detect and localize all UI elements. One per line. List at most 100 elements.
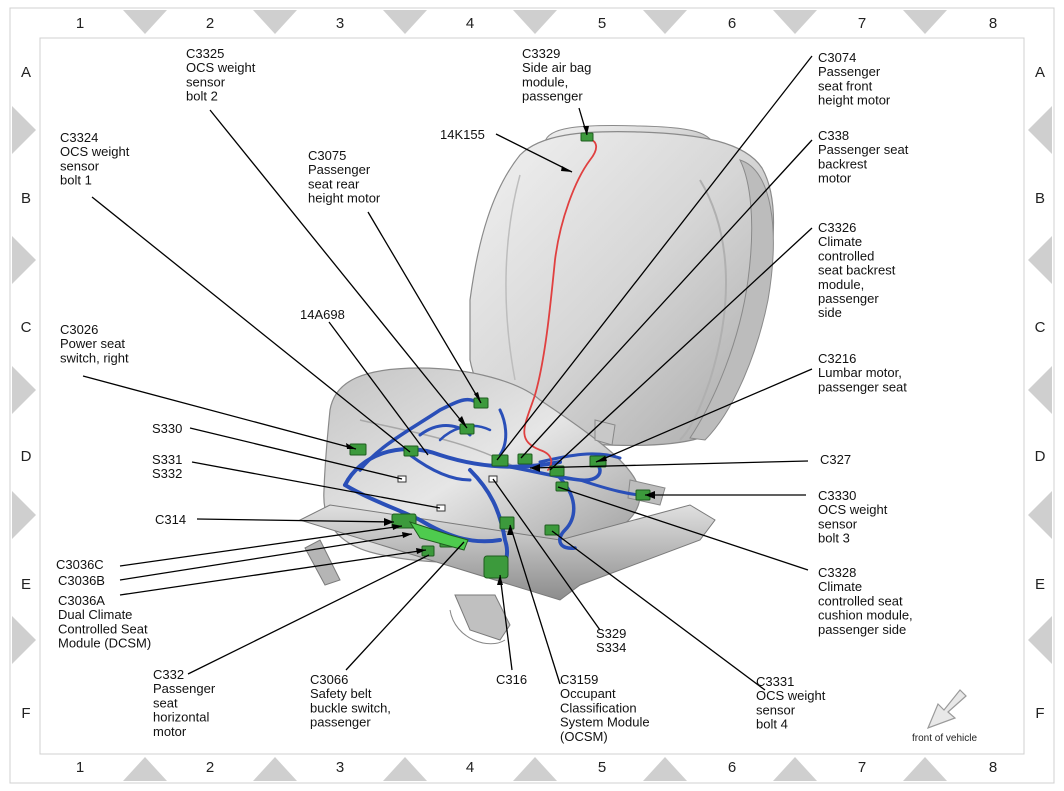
callout-c327: C327 [820, 452, 851, 467]
grid-row-label-right: E [1035, 576, 1045, 593]
border-triangle [1028, 106, 1052, 154]
callout-k14k155: 14K155 [440, 127, 485, 142]
callout-line: C3331 [756, 674, 794, 689]
callout-line: C3328 [818, 565, 856, 580]
front-of-vehicle-label: front of vehicle [912, 733, 977, 744]
callout-line: 14K155 [440, 127, 485, 142]
border-triangle [903, 10, 947, 34]
callout-line: C3326 [818, 220, 856, 235]
grid-row-label-left: D [21, 448, 32, 465]
callout-line: C3325 [186, 46, 224, 61]
callout-line: bolt 3 [818, 531, 850, 546]
callout-line: side [818, 305, 842, 320]
callout-line: bolt 1 [60, 173, 92, 188]
callout-line: sensor [186, 74, 226, 89]
callout-line: passenger [310, 715, 371, 730]
callout-line: Passenger [818, 64, 881, 79]
border-triangle [12, 616, 36, 664]
border-triangle [383, 10, 427, 34]
callout-line: OCS weight [818, 502, 888, 517]
callout-line: C3075 [308, 148, 346, 163]
grid-row-label-left: C [21, 319, 32, 336]
callout-line: C338 [818, 128, 849, 143]
leader-lines [82, 55, 813, 691]
callout-line: Passenger [153, 681, 216, 696]
callout-c314: C314 [155, 512, 186, 527]
callout-line: motor [818, 171, 852, 186]
callout-a14a698: 14A698 [300, 307, 345, 322]
front-arrow-icon [926, 689, 967, 730]
callout-line: motor [153, 724, 187, 739]
callout-c316: C316 [496, 672, 527, 687]
callout-line: S334 [596, 640, 626, 655]
border-triangle [123, 757, 167, 781]
grid-column-label-top: 3 [336, 15, 344, 32]
callout-line: S329 [596, 626, 626, 641]
grid-row-label-right: F [1035, 705, 1044, 722]
connectors [349, 132, 651, 579]
callout-line: passenger [522, 89, 583, 104]
border-triangle [123, 10, 167, 34]
callout-line: Module (DCSM) [58, 636, 151, 651]
grid-row-label-left: A [21, 64, 31, 81]
callout-line: OCS weight [60, 144, 130, 159]
callout-line: C3026 [60, 322, 98, 337]
callout-line: Side air bag [522, 60, 591, 75]
border-triangle [253, 10, 297, 34]
callout-line: passenger side [818, 622, 906, 637]
callout-line: OCS weight [756, 688, 826, 703]
callout-s330: S330 [152, 421, 182, 436]
callout-line: 14A698 [300, 307, 345, 322]
callout-line: C3066 [310, 672, 348, 687]
callout-line: Passenger [308, 162, 371, 177]
border-triangle [12, 366, 36, 414]
callout-line: C327 [820, 452, 851, 467]
grid-row-label-right: C [1035, 319, 1046, 336]
callout-line: Climate [818, 579, 862, 594]
callout-line: height motor [308, 191, 381, 206]
callout-line: C3074 [818, 50, 856, 65]
border-triangles [12, 10, 1052, 781]
callout-line: Dual Climate [58, 607, 132, 622]
grid-row-label-right: A [1035, 64, 1045, 81]
grid-column-label-bottom: 6 [728, 759, 736, 776]
callout-line: Occupant [560, 686, 616, 701]
grid-column-label-top: 5 [598, 15, 606, 32]
callout-line: backrest [818, 156, 868, 171]
border-triangle [12, 236, 36, 284]
front-of-vehicle-indicator: front of vehicle [912, 689, 977, 744]
leader-arrowheads [346, 126, 655, 585]
callout-line: S330 [152, 421, 182, 436]
callout-line: bolt 4 [756, 717, 788, 732]
callout-line: C3036B [58, 573, 105, 588]
callout-line: switch, right [60, 350, 129, 365]
callout-line: C316 [496, 672, 527, 687]
border-triangle [1028, 366, 1052, 414]
grid-column-label-top: 4 [466, 15, 474, 32]
callout-line: OCS weight [186, 60, 256, 75]
border-triangle [513, 10, 557, 34]
callout-line: C3324 [60, 130, 98, 145]
callout-line: C3036C [56, 557, 104, 572]
callout-line: Safety belt [310, 686, 372, 701]
callout-line: C332 [153, 667, 184, 682]
border-triangle [643, 757, 687, 781]
callout-line: cushion module, [818, 608, 913, 623]
border-triangle [1028, 236, 1052, 284]
border-triangle [253, 757, 297, 781]
grid-row-label-right: B [1035, 190, 1045, 207]
border-triangle [903, 757, 947, 781]
